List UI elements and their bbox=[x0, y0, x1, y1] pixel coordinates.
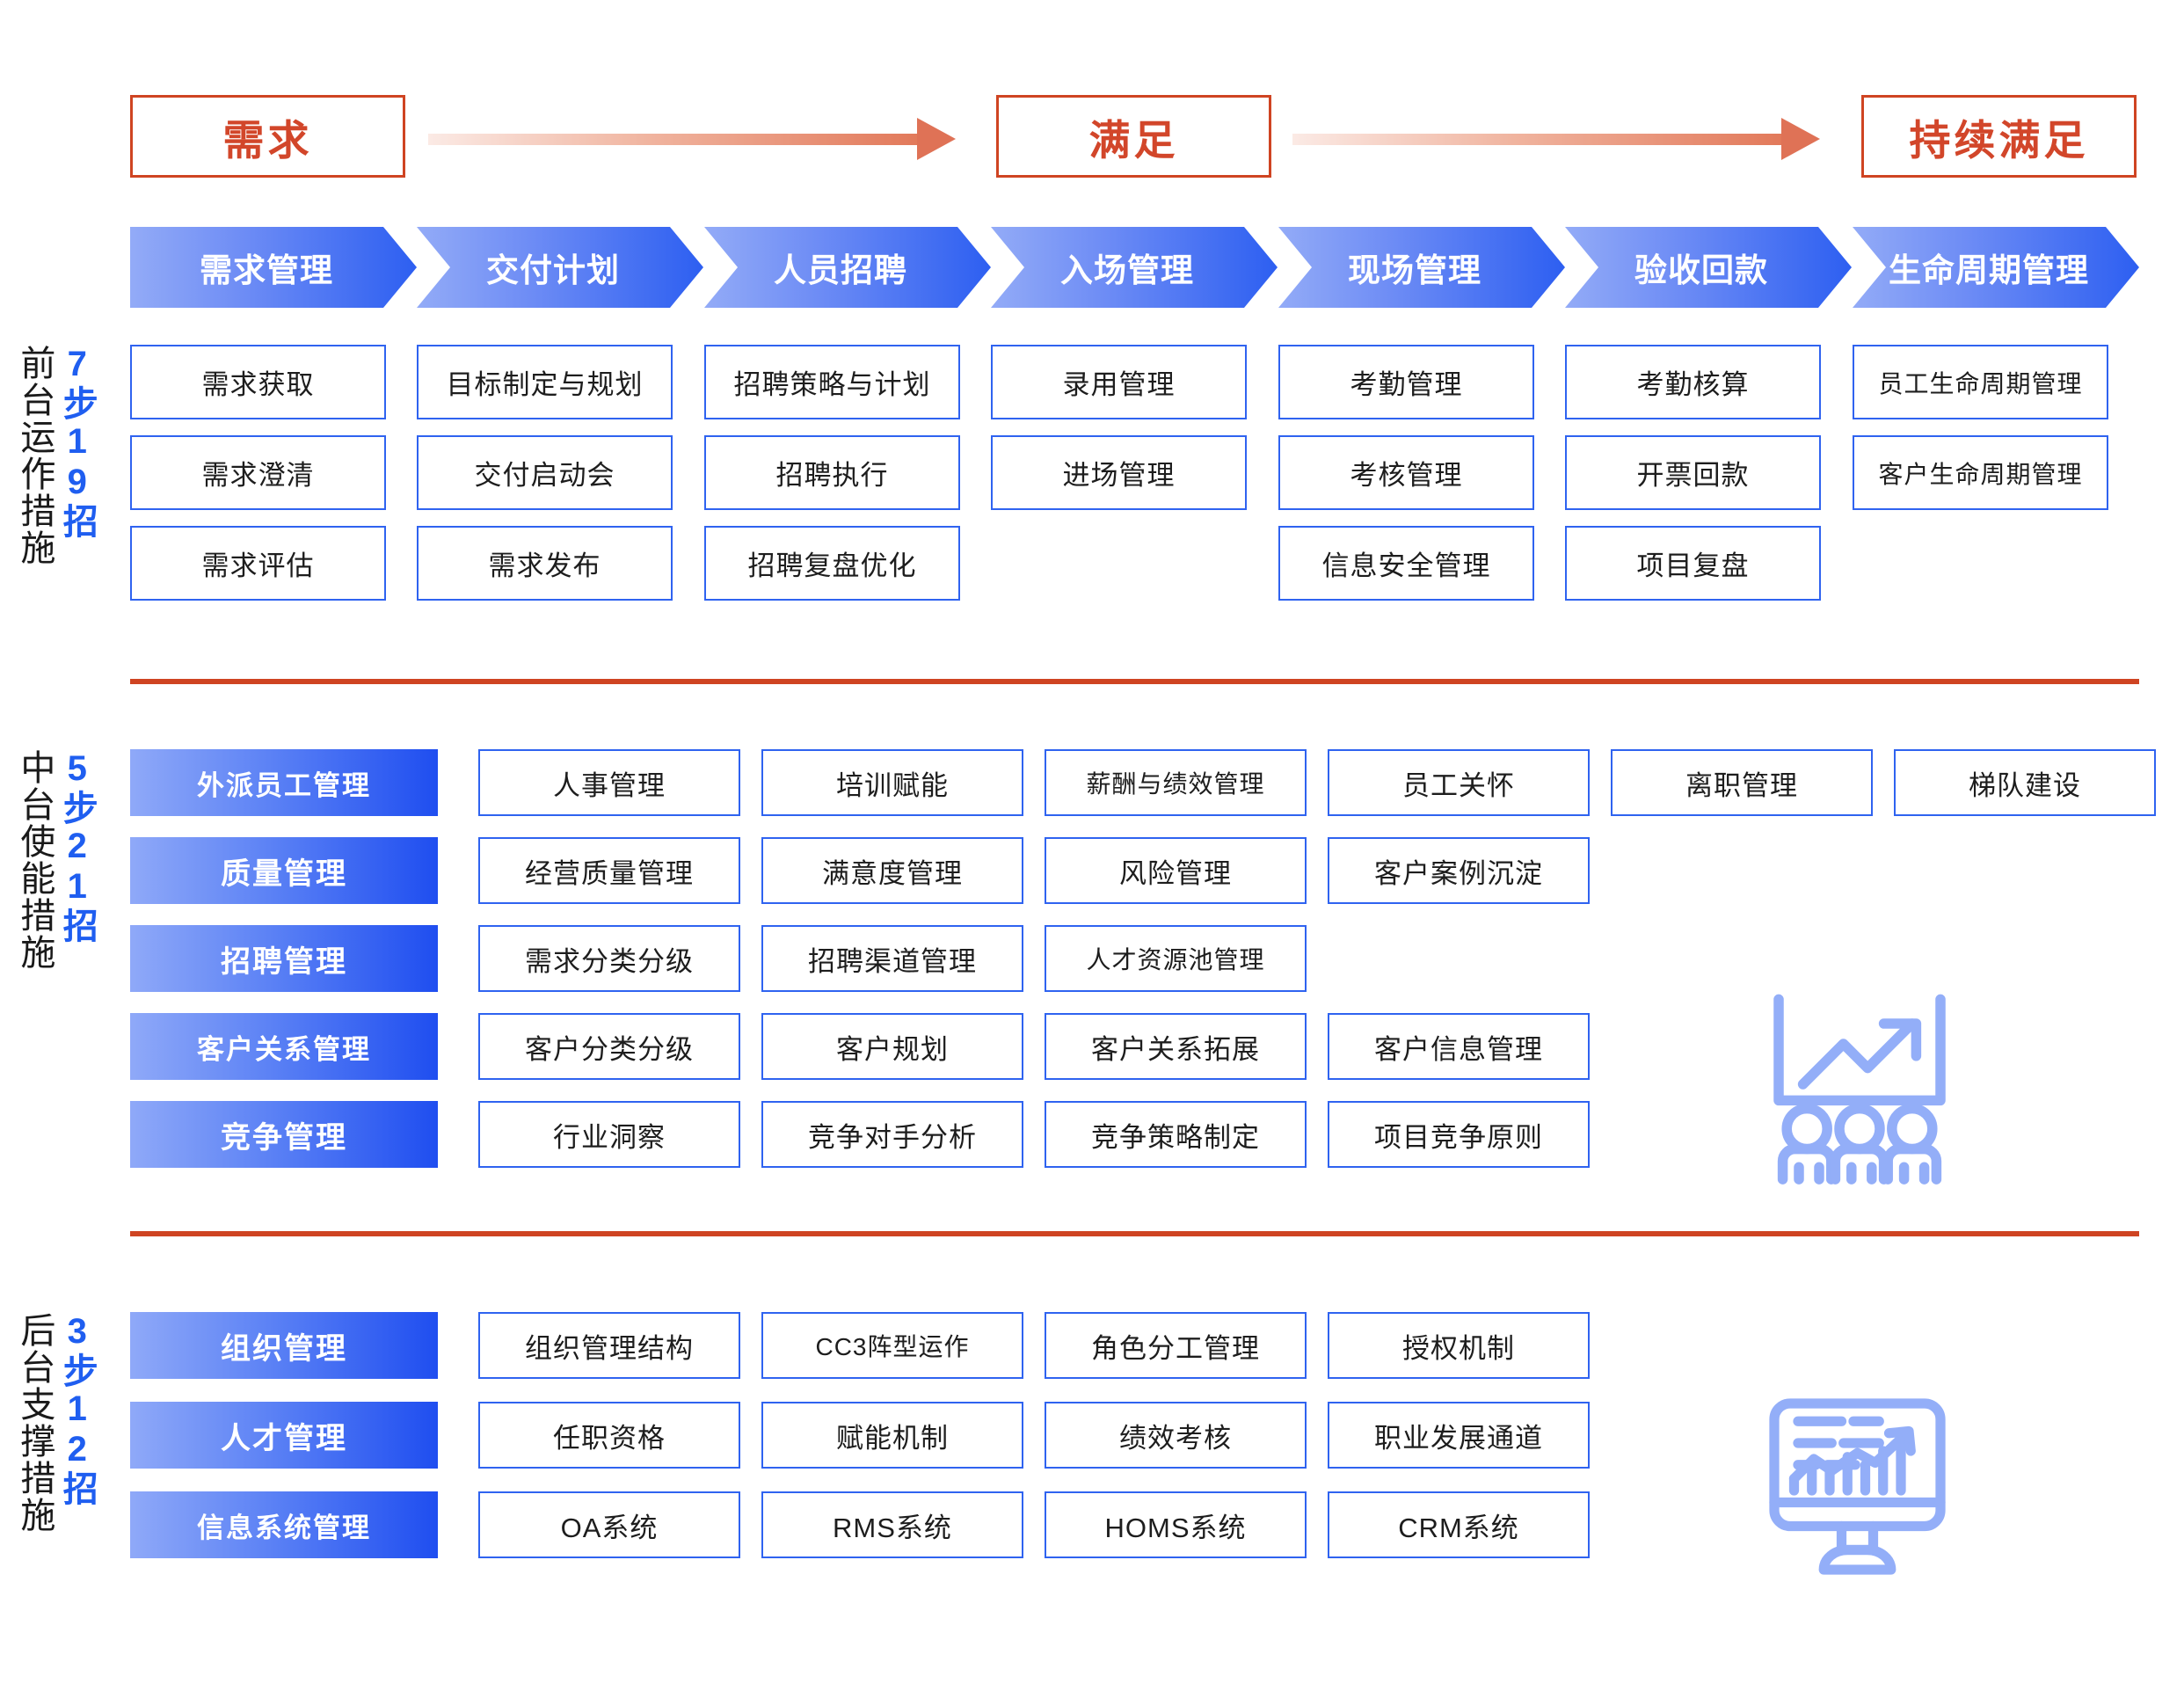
measure-cell[interactable]: 开票回款 bbox=[1565, 435, 1821, 510]
section-label-text: 前台运作措施 bbox=[15, 345, 55, 566]
measure-cell[interactable]: 项目复盘 bbox=[1565, 526, 1821, 601]
measure-cell[interactable]: 客户关系拓展 bbox=[1045, 1013, 1307, 1080]
measure-cell[interactable]: 授权机制 bbox=[1328, 1312, 1590, 1379]
process-stage-label: 验收回款 bbox=[1634, 252, 1768, 288]
measure-cell[interactable]: 行业洞察 bbox=[478, 1101, 740, 1168]
measure-cell[interactable]: 目标制定与规划 bbox=[417, 345, 673, 419]
measure-cell[interactable]: 考勤核算 bbox=[1565, 345, 1821, 419]
measure-cell[interactable]: 客户规划 bbox=[761, 1013, 1023, 1080]
monitor-chart-icon bbox=[1758, 1388, 1956, 1590]
arrow-shaft bbox=[428, 134, 919, 145]
measure-cell[interactable]: 竞争策略制定 bbox=[1045, 1101, 1307, 1168]
measure-cell[interactable]: 经营质量管理 bbox=[478, 837, 740, 904]
measure-cell[interactable]: 录用管理 bbox=[991, 345, 1247, 419]
measure-cell[interactable]: 招聘执行 bbox=[704, 435, 960, 510]
section-label-back-office: 后台支撑措施 3步12招 bbox=[15, 1312, 97, 1534]
category-box[interactable]: 外派员工管理 bbox=[130, 749, 438, 816]
measure-cell[interactable]: 信息安全管理 bbox=[1278, 526, 1534, 601]
measure-cell[interactable]: 满意度管理 bbox=[761, 837, 1023, 904]
measure-cell[interactable]: 需求分类分级 bbox=[478, 925, 740, 992]
measure-cell[interactable]: 客户分类分级 bbox=[478, 1013, 740, 1080]
arrow-head bbox=[917, 118, 956, 160]
process-stage-row: 需求管理 交付计划 人员招聘 入场管理 现场管理 验收回款 生命周期管理 bbox=[130, 227, 2139, 308]
process-stage-4[interactable]: 入场管理 bbox=[991, 227, 1278, 308]
measure-cell[interactable]: 需求澄清 bbox=[130, 435, 386, 510]
arrow-shaft bbox=[1292, 134, 1783, 145]
section-count-text: 3步12招 bbox=[57, 1312, 97, 1507]
process-stage-label: 需求管理 bbox=[200, 252, 333, 288]
measure-cell[interactable]: 薪酬与绩效管理 bbox=[1045, 749, 1307, 816]
measure-cell[interactable]: 进场管理 bbox=[991, 435, 1247, 510]
measure-cell[interactable]: 绩效考核 bbox=[1045, 1402, 1307, 1469]
process-stage-6[interactable]: 验收回款 bbox=[1565, 227, 1852, 308]
measure-cell[interactable]: 考勤管理 bbox=[1278, 345, 1534, 419]
measure-cell[interactable]: 客户案例沉淀 bbox=[1328, 837, 1590, 904]
measure-cell[interactable]: 职业发展通道 bbox=[1328, 1402, 1590, 1469]
measure-cell[interactable]: HOMS系统 bbox=[1045, 1491, 1307, 1558]
measure-cell[interactable]: 项目竞争原则 bbox=[1328, 1101, 1590, 1168]
measure-cell[interactable]: 培训赋能 bbox=[761, 749, 1023, 816]
measure-cell[interactable]: 竞争对手分析 bbox=[761, 1101, 1023, 1168]
measure-cell[interactable]: 招聘渠道管理 bbox=[761, 925, 1023, 992]
measure-cell[interactable]: 组织管理结构 bbox=[478, 1312, 740, 1379]
measure-cell[interactable]: 离职管理 bbox=[1611, 749, 1873, 816]
process-stage-label: 人员招聘 bbox=[774, 252, 907, 288]
process-stage-3[interactable]: 人员招聘 bbox=[704, 227, 991, 308]
measure-cell[interactable]: 人才资源池管理 bbox=[1045, 925, 1307, 992]
measure-cell[interactable]: 交付启动会 bbox=[417, 435, 673, 510]
measure-cell[interactable]: 赋能机制 bbox=[761, 1402, 1023, 1469]
measure-cell[interactable]: 招聘策略与计划 bbox=[704, 345, 960, 419]
section-label-text: 中台使能措施 bbox=[15, 749, 55, 971]
measure-cell[interactable]: 客户生命周期管理 bbox=[1853, 435, 2108, 510]
banner-arrow-right-1 bbox=[428, 118, 956, 160]
divider-line-2 bbox=[130, 1231, 2139, 1236]
process-stage-label: 现场管理 bbox=[1348, 252, 1481, 288]
process-stage-1[interactable]: 需求管理 bbox=[130, 227, 417, 308]
process-stage-label: 交付计划 bbox=[486, 252, 620, 288]
category-box[interactable]: 招聘管理 bbox=[130, 925, 438, 992]
process-stage-5[interactable]: 现场管理 bbox=[1278, 227, 1565, 308]
category-box[interactable]: 信息系统管理 bbox=[130, 1491, 438, 1558]
divider-line-1 bbox=[130, 679, 2139, 684]
banner-row: 需求 满足 持续满足 bbox=[0, 95, 2184, 183]
category-box[interactable]: 竞争管理 bbox=[130, 1101, 438, 1168]
measure-cell[interactable]: 需求发布 bbox=[417, 526, 673, 601]
process-stage-7[interactable]: 生命周期管理 bbox=[1853, 227, 2139, 308]
measure-cell[interactable]: 角色分工管理 bbox=[1045, 1312, 1307, 1379]
banner-arrow-right-2 bbox=[1292, 118, 1820, 160]
measure-cell[interactable]: 考核管理 bbox=[1278, 435, 1534, 510]
banner-demand-box: 需求 bbox=[130, 95, 405, 178]
measure-cell[interactable]: 梯队建设 bbox=[1894, 749, 2156, 816]
process-stage-label: 生命周期管理 bbox=[1889, 252, 2089, 288]
banner-satisfy-box: 满足 bbox=[996, 95, 1271, 178]
measure-cell[interactable]: 人事管理 bbox=[478, 749, 740, 816]
section-label-text: 后台支撑措施 bbox=[15, 1312, 55, 1534]
measure-cell[interactable]: 客户信息管理 bbox=[1328, 1013, 1590, 1080]
category-box[interactable]: 人才管理 bbox=[130, 1402, 438, 1469]
category-box[interactable]: 组织管理 bbox=[130, 1312, 438, 1379]
measure-cell[interactable]: 需求评估 bbox=[130, 526, 386, 601]
measure-cell[interactable]: RMS系统 bbox=[761, 1491, 1023, 1558]
banner-continuous-satisfy-box: 持续满足 bbox=[1861, 95, 2137, 178]
category-box[interactable]: 质量管理 bbox=[130, 837, 438, 904]
process-stage-2[interactable]: 交付计划 bbox=[417, 227, 703, 308]
measure-cell[interactable]: 员工关怀 bbox=[1328, 749, 1590, 816]
section-label-middle-office: 中台使能措施 5步21招 bbox=[15, 749, 97, 971]
arrow-head bbox=[1781, 118, 1820, 160]
measure-cell[interactable]: 风险管理 bbox=[1045, 837, 1307, 904]
measure-cell[interactable]: 任职资格 bbox=[478, 1402, 740, 1469]
measure-cell[interactable]: 招聘复盘优化 bbox=[704, 526, 960, 601]
category-box[interactable]: 客户关系管理 bbox=[130, 1013, 438, 1080]
process-stage-label: 入场管理 bbox=[1060, 252, 1194, 288]
section-count-text: 7步19招 bbox=[57, 345, 97, 540]
section-count-text: 5步21招 bbox=[57, 749, 97, 944]
section-label-front-office: 前台运作措施 7步19招 bbox=[15, 345, 97, 566]
measure-cell[interactable]: CC3阵型运作 bbox=[761, 1312, 1023, 1379]
measure-cell[interactable]: CRM系统 bbox=[1328, 1491, 1590, 1558]
presentation-team-icon bbox=[1758, 983, 1961, 1190]
measure-cell[interactable]: 需求获取 bbox=[130, 345, 386, 419]
measure-cell[interactable]: 员工生命周期管理 bbox=[1853, 345, 2108, 419]
measure-cell[interactable]: OA系统 bbox=[478, 1491, 740, 1558]
